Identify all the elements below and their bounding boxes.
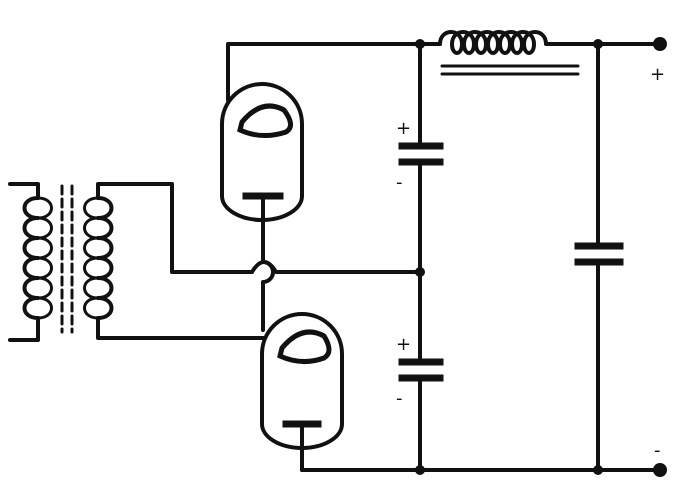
choke-coil: [438, 30, 570, 55]
lower-tube-envelope: [260, 312, 344, 450]
junction-bottom-cap: [415, 465, 425, 475]
cap-lower-neg-sign: -: [396, 388, 403, 409]
cap-upper-pos-sign: +: [396, 118, 411, 139]
secondary-lead-top: [96, 182, 254, 274]
primary-lead-bottom: [8, 316, 40, 342]
primary-coil: [22, 196, 40, 320]
secondary-lead-bottom: [96, 316, 266, 340]
wiring: [226, 42, 662, 472]
upper-tube-anode: [237, 103, 293, 138]
output-terminal-positive: [653, 37, 667, 51]
junction-bottom-filter: [593, 465, 603, 475]
lower-tube-anode: [277, 329, 332, 364]
capacitor-upper: + -: [396, 118, 444, 193]
mid-rail: [250, 260, 422, 274]
output-positive-sign: +: [650, 64, 665, 85]
transformer: [8, 182, 266, 342]
filter-capacitor: [574, 242, 624, 266]
junction-mid: [415, 267, 425, 277]
secondary-coil: [96, 196, 114, 320]
output-negative-sign: -: [654, 440, 661, 461]
lower-rectifier-tube: [260, 312, 344, 472]
output-terminal-negative: [653, 463, 667, 477]
upper-rectifier-tube: [220, 82, 304, 238]
upper-tube-envelope: [220, 82, 304, 222]
cathode-to-anode-link: [261, 234, 275, 332]
capacitor-lower: + -: [396, 334, 444, 409]
top-rail: [226, 42, 442, 102]
cap-upper-neg-sign: -: [396, 172, 403, 193]
secondary-coil-back: [83, 196, 100, 320]
junction-top-filter: [593, 39, 603, 49]
filter-choke: [438, 30, 580, 76]
junction-top-cap: [415, 39, 425, 49]
junctions: [415, 39, 603, 475]
primary-coil-back: [36, 196, 53, 320]
primary-lead-top: [8, 182, 40, 200]
cap-lower-pos-sign: +: [396, 334, 411, 355]
output-terminals: + -: [650, 37, 667, 477]
